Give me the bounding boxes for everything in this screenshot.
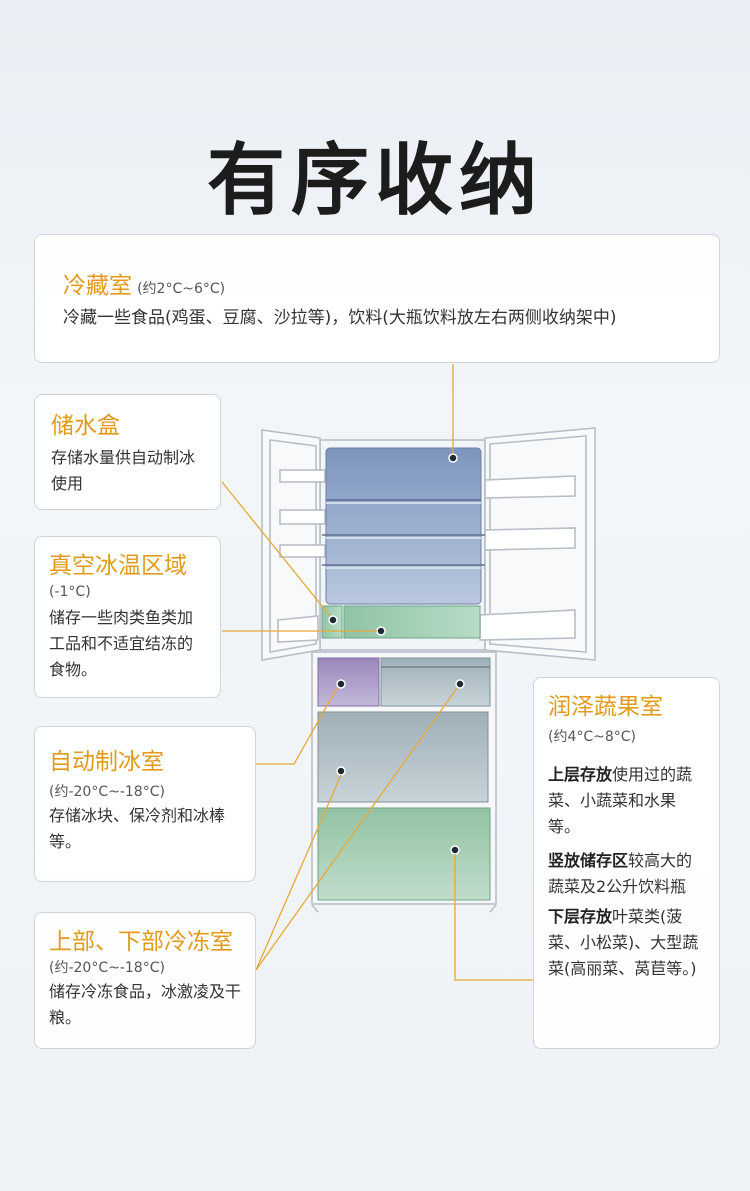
leader-freezer <box>255 687 458 971</box>
card-veg-p1-text: 使用过的蔬菜、小蔬菜和水果等。 <box>548 765 693 836</box>
card-vacuum-temp: (-1°C) <box>49 584 91 600</box>
card-fridge: 冷藏室 (约2°C~6°C) 冷藏一些食品(鸡蛋、豆腐、沙拉等)，饮料(大瓶饮料… <box>34 234 720 363</box>
card-freezer-title: 上部、下部冷冻室 <box>49 929 233 955</box>
ice-zone <box>317 657 380 707</box>
leader-freezer-2 <box>255 774 342 971</box>
card-veg-p1: 上层存放使用过的蔬菜、小蔬菜和水果等。 <box>548 762 707 840</box>
card-veg-p2-text: 较高大的蔬菜及2公升饮料瓶 <box>548 851 693 896</box>
lower-freezer-dot <box>336 766 346 776</box>
water-dot <box>328 615 338 625</box>
card-freezer-temp: (约-20°C~-18°C) <box>49 960 165 976</box>
leader-veg <box>454 854 533 981</box>
vacuum-zone <box>343 605 481 639</box>
card-veg-p2: 竖放储存区较高大的蔬菜及2公升饮料瓶 <box>548 848 707 900</box>
upper-freezer-dot <box>455 679 465 689</box>
card-fridge-desc: 冷藏一些食品(鸡蛋、豆腐、沙拉等)，饮料(大瓶饮料放左右两侧收纳架中) <box>63 308 617 328</box>
card-veg: 润泽蔬果室 (约4°C~8°C) 上层存放使用过的蔬菜、小蔬菜和水果等。 竖放储… <box>533 677 720 1049</box>
leader-water <box>221 481 331 617</box>
card-water: 储水盒 存储水量供自动制冰使用 <box>34 394 221 510</box>
card-freezer-desc: 储存冷冻食品，冰激凌及干粮。 <box>49 982 242 1027</box>
vacuum-dot <box>376 626 386 636</box>
card-veg-p3: 下层存放叶菜类(菠菜、小松菜)、大型蔬菜(高丽菜、莴苣等。) <box>548 904 707 982</box>
fridge-zone <box>325 447 482 605</box>
card-veg-p2-bold: 竖放储存区 <box>548 851 629 870</box>
card-freezer: 上部、下部冷冻室 (约-20°C~-18°C) 储存冷冻食品，冰激凌及干粮。 <box>34 912 256 1049</box>
card-ice-title: 自动制冰室 <box>49 749 164 775</box>
card-water-title: 储水盒 <box>51 413 120 439</box>
card-vacuum: 真空冰温区域 (-1°C) 储存一些肉类鱼类加工品和不适宜结冻的食物。 <box>34 536 221 698</box>
lower-freezer-zone <box>317 711 489 803</box>
card-vacuum-title: 真空冰温区域 <box>49 553 187 579</box>
card-veg-p3-text: 叶菜类(菠菜、小松菜)、大型蔬菜(高丽菜、莴苣等。) <box>548 907 699 978</box>
veg-zone <box>317 807 491 901</box>
upper-freezer-zone <box>380 657 491 707</box>
card-ice-desc: 存储冰块、保冷剂和冰棒等。 <box>49 806 226 851</box>
card-veg-title: 润泽蔬果室 <box>548 694 663 720</box>
card-ice-temp: (约-20°C~-18°C) <box>49 784 165 800</box>
fridge-dot <box>448 453 458 463</box>
page-title: 有序收纳 <box>206 136 543 226</box>
card-veg-p3-bold: 下层存放 <box>548 907 613 926</box>
veg-dot <box>450 845 460 855</box>
leader-ice <box>256 687 338 765</box>
card-vacuum-desc: 储存一些肉类鱼类加工品和不适宜结冻的食物。 <box>49 608 194 679</box>
card-fridge-temp: (约2°C~6°C) <box>137 281 226 297</box>
card-fridge-title: 冷藏室 <box>63 273 132 299</box>
card-veg-temp: (约4°C~8°C) <box>548 729 637 745</box>
card-veg-p1-bold: 上层存放 <box>548 765 613 784</box>
card-ice: 自动制冰室 (约-20°C~-18°C) 存储冰块、保冷剂和冰棒等。 <box>34 726 256 882</box>
ice-dot <box>336 679 346 689</box>
card-water-desc: 存储水量供自动制冰使用 <box>51 448 196 493</box>
